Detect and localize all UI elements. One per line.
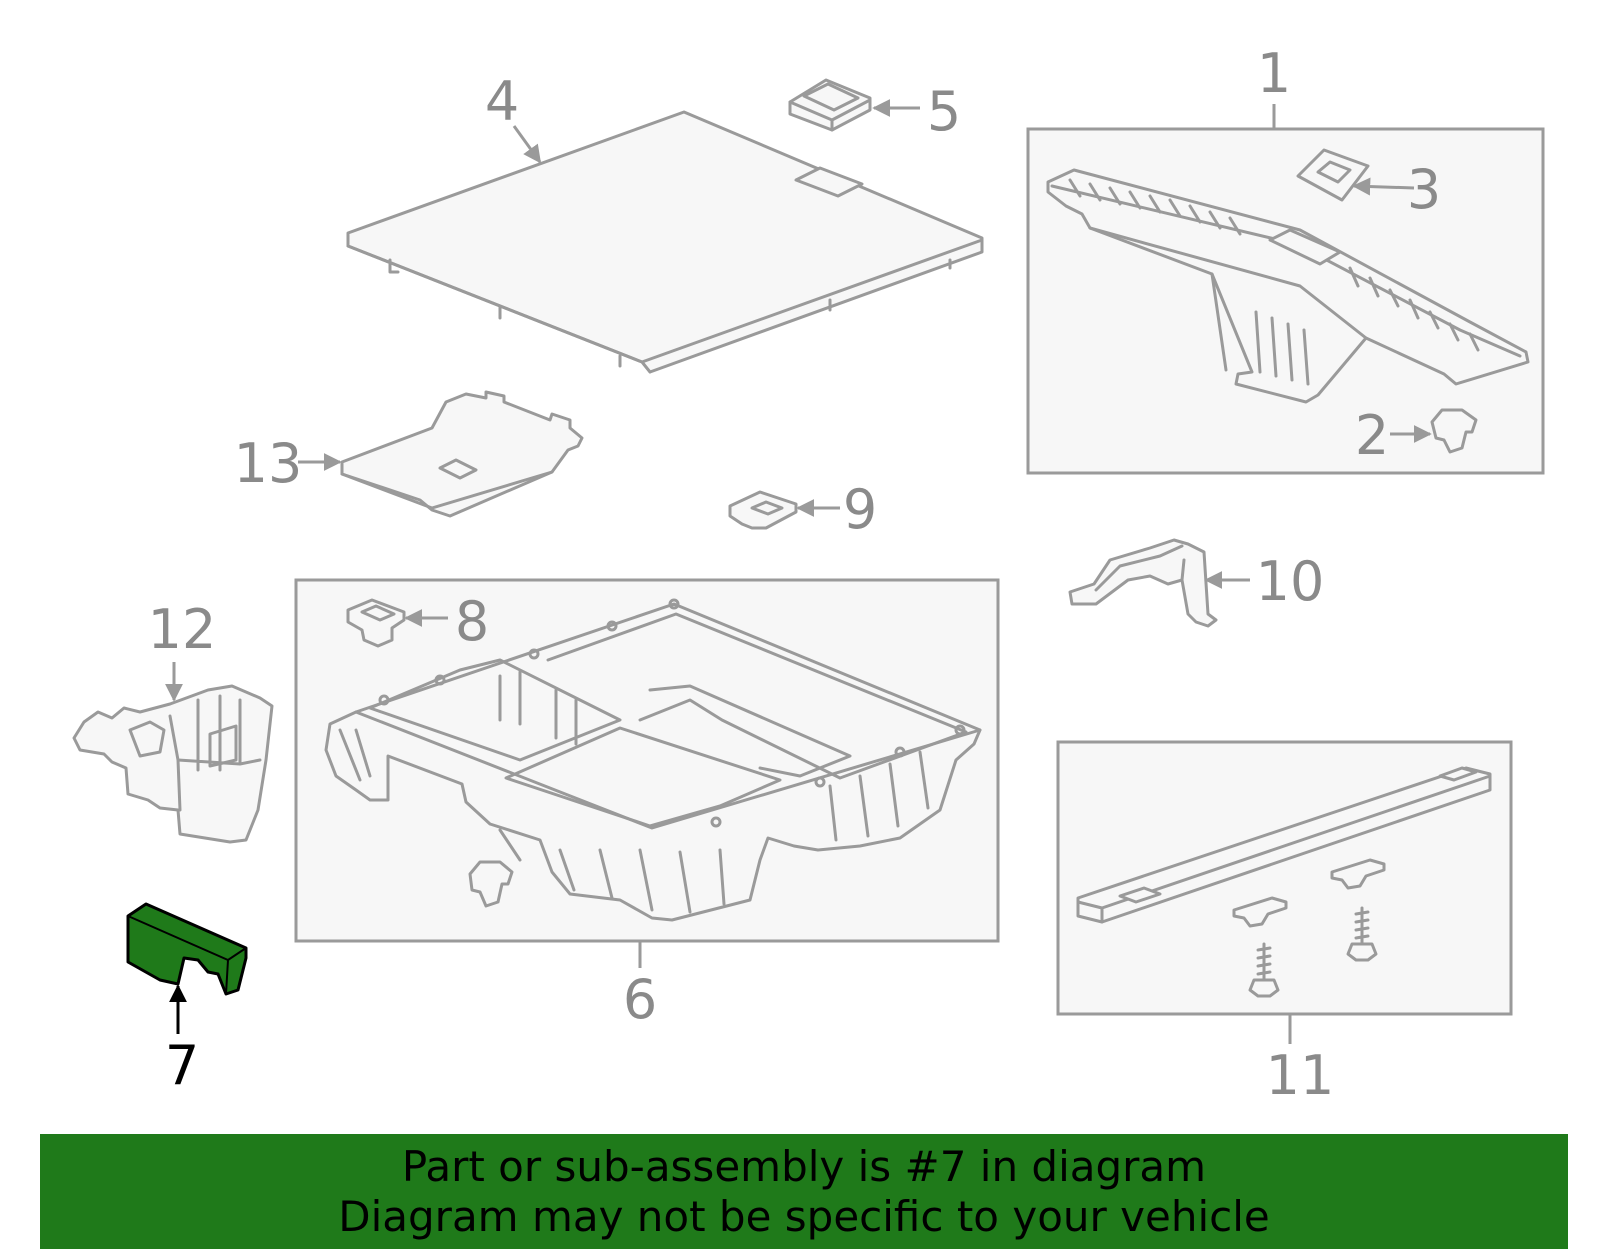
part-7-highlighted-trim[interactable] xyxy=(126,902,248,996)
part-1-rear-trim-panel[interactable] xyxy=(1046,168,1530,404)
banner-line-disclaimer: Diagram may not be specific to your vehi… xyxy=(338,1192,1270,1241)
callout-13: 13 xyxy=(234,432,303,495)
part-11-sill-plate[interactable] xyxy=(1076,766,1492,998)
callout-1: 1 xyxy=(1257,42,1291,105)
part-10-bracket[interactable] xyxy=(1068,538,1218,628)
callout-5: 5 xyxy=(927,80,961,143)
leader-3 xyxy=(1352,177,1415,196)
part-9-clip[interactable] xyxy=(728,490,798,530)
leader-4 xyxy=(512,125,542,164)
part-12-side-bracket[interactable] xyxy=(72,684,274,844)
callout-3: 3 xyxy=(1407,158,1441,221)
callout-6: 6 xyxy=(623,968,657,1031)
callout-2: 2 xyxy=(1355,404,1389,467)
callout-4: 4 xyxy=(485,70,519,133)
callout-12: 12 xyxy=(148,598,217,661)
part-13-floor-panel[interactable] xyxy=(340,390,584,518)
part-8-fastener[interactable] xyxy=(346,598,406,648)
part-2-push-pin[interactable] xyxy=(1430,408,1478,454)
callout-9: 9 xyxy=(843,478,877,541)
callout-7: 7 xyxy=(165,1034,199,1097)
part-5-pad[interactable] xyxy=(788,78,872,132)
callout-8: 8 xyxy=(455,590,489,653)
info-banner: Part or sub-assembly is #7 in diagram Di… xyxy=(40,1134,1568,1249)
part-6-cargo-tray[interactable] xyxy=(324,598,982,922)
callout-10: 10 xyxy=(1256,550,1325,613)
callout-11: 11 xyxy=(1266,1044,1335,1107)
banner-line-part-info: Part or sub-assembly is #7 in diagram xyxy=(401,1142,1207,1191)
part-4-cargo-cover[interactable] xyxy=(346,110,984,374)
part-3-clip[interactable] xyxy=(1296,148,1370,202)
